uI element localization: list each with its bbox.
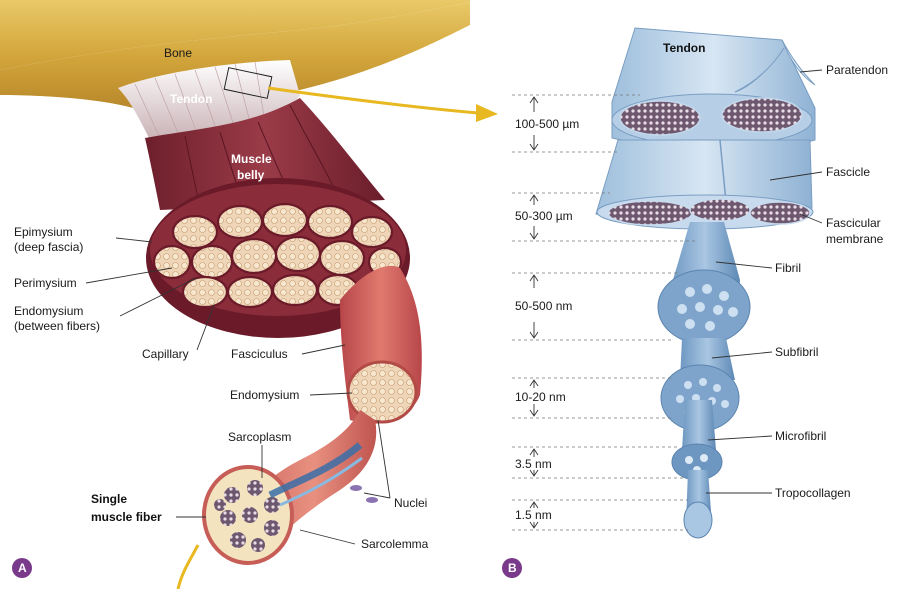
label-muscle-belly-1: Muscle [231,152,272,166]
fasciculus-cross-section [348,362,416,422]
label-single-fiber-2: muscle fiber [91,510,162,524]
label-microfibril: Microfibril [775,429,826,443]
badge-a-text: A [18,561,27,575]
label-tendon-b: Tendon [663,41,705,55]
tropocollagen-end [684,502,712,538]
scale-label-4: 3.5 nm [515,457,552,471]
label-bone: Bone [164,46,192,60]
label-endomysium-1: Endomysium [14,304,83,318]
label-tendon-a: Tendon [170,92,212,106]
scale-label-3: 10-20 nm [515,390,566,404]
label-subfibril: Subfibril [775,345,818,359]
nucleus-2 [366,497,378,503]
yellow-arrow-head [476,104,498,122]
label-capillary: Capillary [142,347,189,361]
scale-label-2: 50-500 nm [515,299,572,313]
label-epimysium-1: Epimysium [14,225,73,239]
label-tropocollagen: Tropocollagen [775,486,851,500]
badge-b-text: B [508,561,517,575]
label-endomysium-2: (between fibers) [14,319,100,333]
label-single-fiber-1: Single [91,492,127,506]
bottom-yellow-arrow [178,545,198,589]
scale-label-0: 100-500 µm [515,117,579,131]
scale-label-1: 50-300 µm [515,209,573,223]
label-fascicle: Fascicle [826,165,870,179]
scale-label-5: 1.5 nm [515,508,552,522]
label-fascicular-membrane-1: Fascicular [826,216,881,230]
panel-b: Tendon Paratendon Fascicle Fascicular me… [502,28,888,578]
label-muscle-belly-2: belly [237,168,265,182]
label-fasciculus: Fasciculus [231,347,288,361]
nucleus-1 [350,485,362,491]
label-sarcoplasm: Sarcoplasm [228,430,291,444]
label-fascicular-membrane-2: membrane [826,232,884,246]
label-endomysium-fascicle: Endomysium [230,388,299,402]
label-paratendon: Paratendon [826,63,888,77]
panel-a: Bone Tendon Muscle belly Epimysium (deep… [0,0,498,589]
label-perimysium: Perimysium [14,276,77,290]
label-epimysium-2: (deep fascia) [14,240,83,254]
label-nuclei: Nuclei [394,496,427,510]
label-fibril: Fibril [775,261,801,275]
microfibril-shape [682,400,716,450]
label-sarcolemma: Sarcolemma [361,537,429,551]
